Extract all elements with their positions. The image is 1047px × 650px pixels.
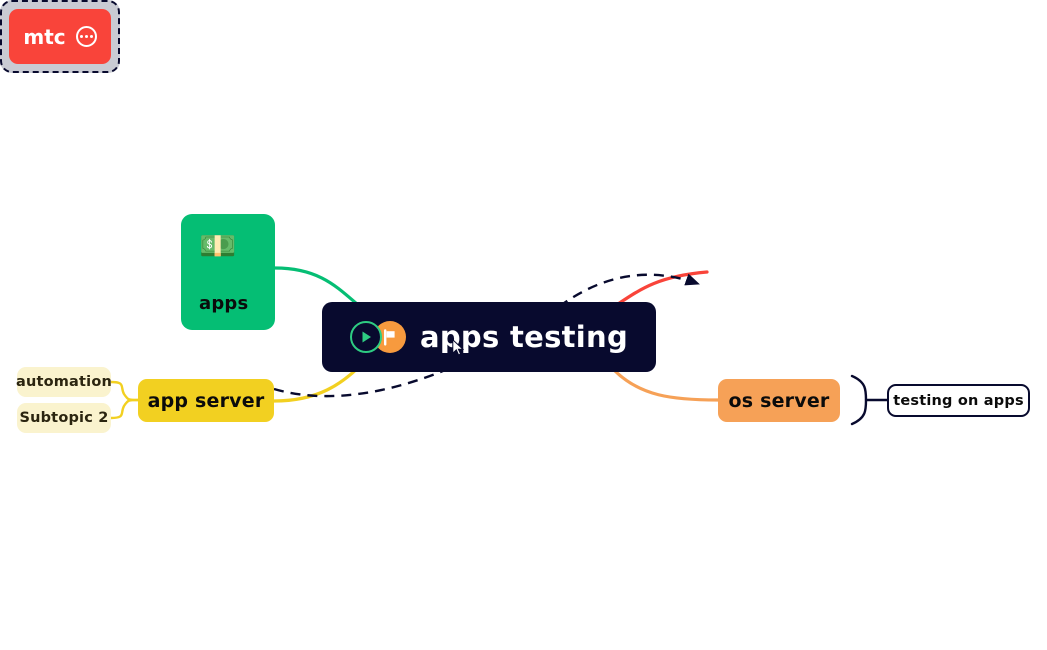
node-testing-on-apps[interactable]: testing on apps bbox=[887, 384, 1030, 417]
node-apps-label: apps bbox=[199, 293, 249, 314]
node-os-server-label: os server bbox=[728, 389, 830, 412]
edge-os-server-children bbox=[850, 374, 868, 426]
node-subtopic-2[interactable]: Subtopic 2 bbox=[17, 403, 111, 433]
more-options-icon[interactable] bbox=[75, 26, 97, 47]
node-mtc-label: mtc bbox=[23, 24, 66, 49]
node-automation[interactable]: automation bbox=[15, 367, 113, 397]
edge-app-server-children-2 bbox=[109, 398, 140, 420]
edge-app-server-children bbox=[109, 380, 140, 402]
root-icon-group bbox=[350, 321, 406, 353]
node-root[interactable]: apps testing bbox=[322, 302, 656, 372]
edge-root-os-server bbox=[612, 368, 720, 402]
play-icon bbox=[350, 321, 382, 353]
node-testing-on-apps-label: testing on apps bbox=[893, 392, 1024, 409]
node-subtopic-2-label: Subtopic 2 bbox=[19, 410, 109, 426]
node-mtc[interactable]: mtc bbox=[9, 9, 111, 64]
node-app-server[interactable]: app server bbox=[138, 379, 274, 422]
node-mtc-selection-frame[interactable]: mtc bbox=[0, 0, 120, 73]
money-banknote-icon: 💵 bbox=[199, 229, 237, 264]
node-app-server-label: app server bbox=[147, 389, 265, 412]
node-os-server[interactable]: os server bbox=[718, 379, 840, 422]
edge-root-mtc bbox=[616, 270, 709, 306]
node-apps[interactable]: 💵 apps bbox=[181, 214, 275, 330]
node-automation-label: automation bbox=[15, 374, 113, 390]
edge-root-apps bbox=[273, 266, 359, 306]
node-root-label: apps testing bbox=[420, 320, 629, 354]
